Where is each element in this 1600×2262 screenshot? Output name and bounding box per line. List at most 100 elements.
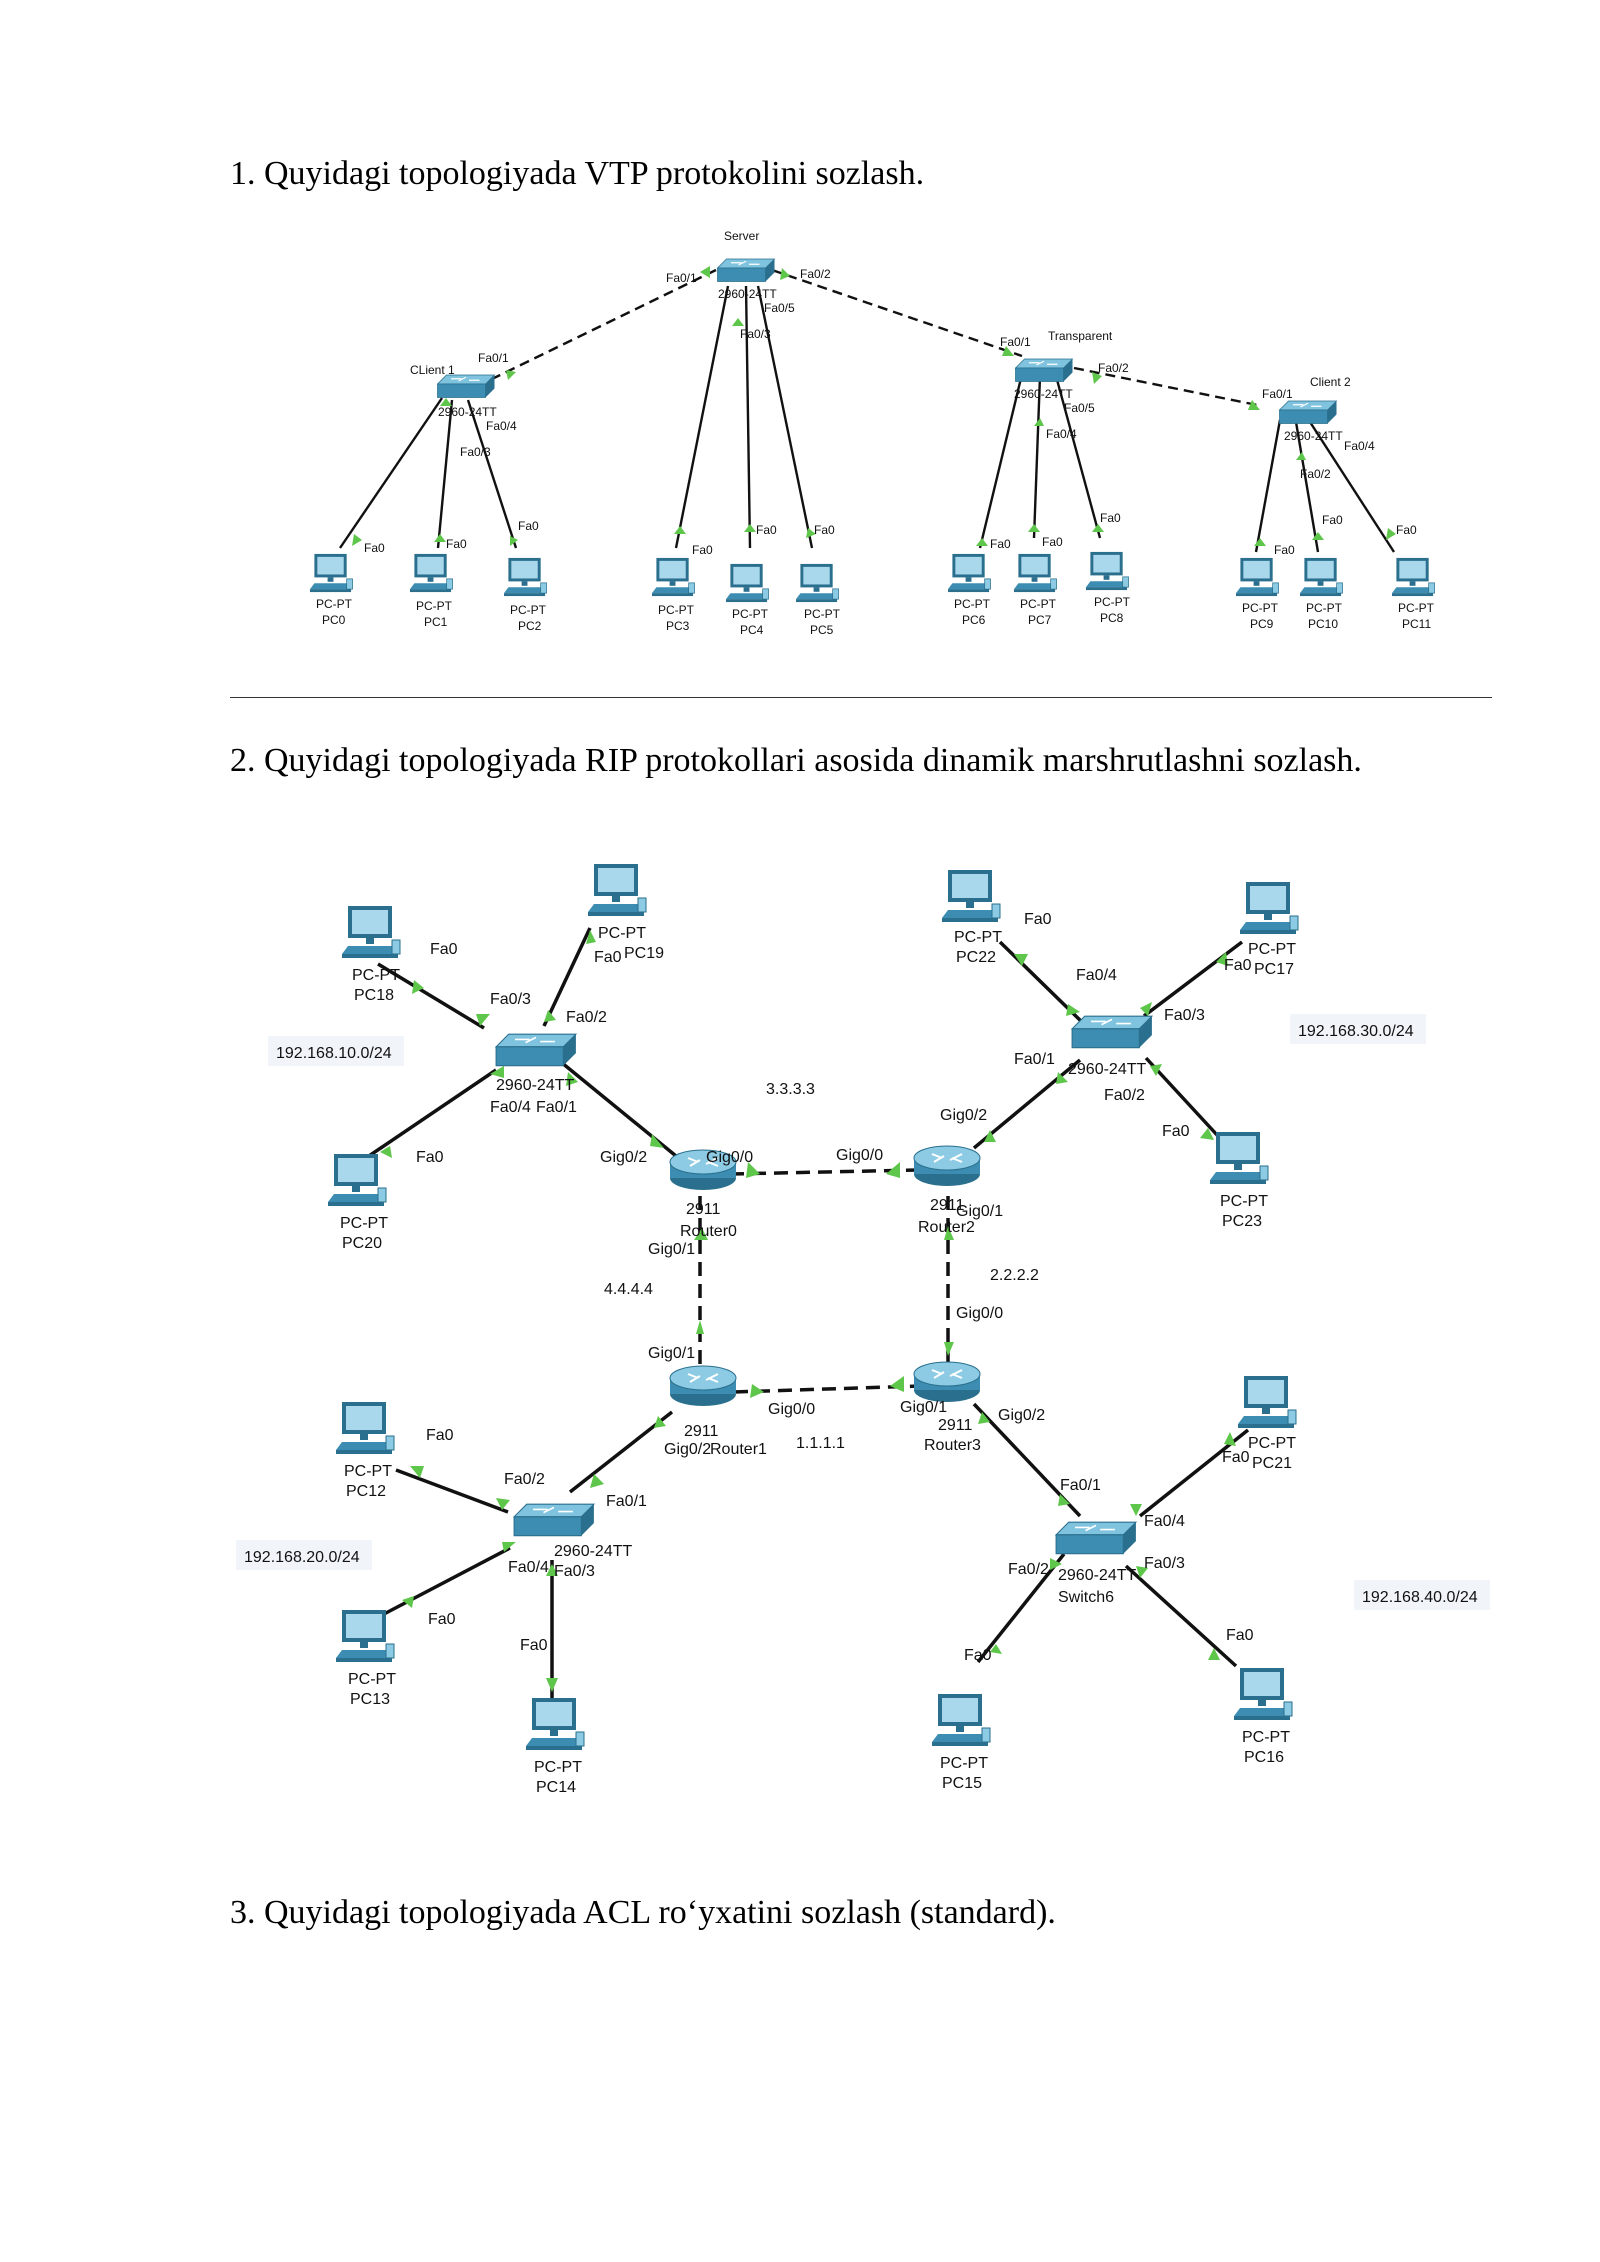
svg-text:PC-PT: PC-PT <box>352 967 400 984</box>
svg-text:PC-PT: PC-PT <box>1220 1193 1268 1210</box>
svg-text:2960-24TT: 2960-24TT <box>1058 1567 1136 1584</box>
question-2-heading: 2. Quyidagi topologiyada RIP protokollar… <box>230 742 1362 779</box>
svg-text:Fa0/4: Fa0/4 <box>508 1559 549 1576</box>
router1-icon[interactable] <box>669 1365 737 1407</box>
svg-text:Gig0/2: Gig0/2 <box>664 1441 711 1458</box>
vtp-pc-port-labels: Fa0 Fa0 Fa0 Fa0 Fa0 Fa0 Fa0 Fa0 Fa0 Fa0 … <box>364 511 1417 557</box>
svg-text:Router0: Router0 <box>680 1223 737 1240</box>
pc21-icon <box>1238 1375 1297 1429</box>
pc15-icon <box>932 1693 991 1747</box>
pc10-type: PC-PT <box>1306 601 1343 615</box>
svg-text:Gig0/1: Gig0/1 <box>956 1203 1003 1220</box>
svg-text:PC-PT: PC-PT <box>598 925 646 942</box>
svg-text:PC-PT: PC-PT <box>1242 1729 1290 1746</box>
vtp-server-port-label: Fa0/1 <box>666 271 697 285</box>
switch7-icon[interactable] <box>1071 1015 1153 1049</box>
svg-text:Fa0: Fa0 <box>428 1611 456 1628</box>
network-192-168-20-label: 192.168.20.0/24 <box>244 1549 360 1566</box>
vtp-server-port-label: Fa0/2 <box>800 267 831 281</box>
pc23-icon <box>1210 1131 1269 1185</box>
svg-text:Fa0: Fa0 <box>814 523 835 537</box>
pc11-type: PC-PT <box>1398 601 1435 615</box>
svg-text:Gig0/2: Gig0/2 <box>940 1107 987 1124</box>
svg-text:Fa0/3: Fa0/3 <box>1144 1555 1185 1572</box>
pc19-icon <box>588 863 647 917</box>
link-2-2-2-2-label: 2.2.2.2 <box>990 1267 1039 1284</box>
switch4-icon[interactable] <box>495 1033 577 1067</box>
svg-text:PC22: PC22 <box>956 949 996 966</box>
vtp-client1-model-label: 2960-24TT <box>438 405 497 419</box>
svg-text:PC20: PC20 <box>342 1235 382 1252</box>
switch6-icon[interactable] <box>1055 1521 1137 1555</box>
svg-text:Fa0: Fa0 <box>430 941 458 958</box>
svg-text:Fa0: Fa0 <box>1162 1123 1190 1140</box>
svg-text:Fa0/4: Fa0/4 <box>490 1099 531 1116</box>
rip-network-labels: 192.168.10.0/24 192.168.30.0/24 192.168.… <box>236 1014 1490 1610</box>
pc2-name: PC2 <box>518 619 542 633</box>
vtp-transparent-port-label: Fa0/5 <box>1064 401 1095 415</box>
pc12-icon <box>336 1401 395 1455</box>
svg-text:PC-PT: PC-PT <box>340 1215 388 1232</box>
svg-text:PC-PT: PC-PT <box>940 1755 988 1772</box>
svg-text:Fa0: Fa0 <box>964 1647 992 1664</box>
link-4-4-4-4-label: 4.4.4.4 <box>604 1281 653 1298</box>
vtp-server-port-label: Fa0/3 <box>740 327 771 341</box>
pc13-icon <box>336 1609 395 1663</box>
svg-text:2911: 2911 <box>930 1197 965 1214</box>
svg-text:Fa0: Fa0 <box>520 1637 548 1654</box>
svg-text:2911: 2911 <box>938 1417 973 1434</box>
svg-text:Fa0/1: Fa0/1 <box>1060 1477 1101 1494</box>
switch-labels: 2960-24TT Fa0/3 Fa0/2 Fa0/4 Fa0/1 2960-2… <box>490 967 1205 1606</box>
svg-text:Fa0: Fa0 <box>518 519 539 533</box>
svg-text:Fa0: Fa0 <box>426 1427 454 1444</box>
svg-text:Fa0/2: Fa0/2 <box>1008 1561 1049 1578</box>
pc1-type: PC-PT <box>416 599 453 613</box>
vtp-link-arrows <box>352 266 1396 546</box>
svg-text:PC12: PC12 <box>346 1483 386 1500</box>
svg-text:2960-24TT: 2960-24TT <box>496 1077 574 1094</box>
rip-pc-port-labels: Fa0 Fa0 Fa0 Fa0 Fa0 Fa0 Fa0 Fa0 Fa0 Fa0 … <box>416 911 1254 1664</box>
svg-text:PC23: PC23 <box>1222 1213 1262 1230</box>
router3-icon[interactable] <box>913 1361 981 1403</box>
vtp-transparent-port-label: Fa0/1 <box>1000 335 1031 349</box>
svg-text:Fa0: Fa0 <box>446 537 467 551</box>
switch6-name-label: Switch6 <box>1058 1589 1114 1606</box>
pc0-name: PC0 <box>322 613 346 627</box>
pc4-name: PC4 <box>740 623 764 637</box>
pc7-name: PC7 <box>1028 613 1052 627</box>
svg-text:PC-PT: PC-PT <box>344 1463 392 1480</box>
svg-text:PC-PT: PC-PT <box>1248 941 1296 958</box>
svg-text:Fa0/2: Fa0/2 <box>1104 1087 1145 1104</box>
pc20-icon <box>328 1153 387 1207</box>
pc2-type: PC-PT <box>510 603 547 617</box>
svg-text:Gig0/1: Gig0/1 <box>900 1399 947 1416</box>
router2-icon[interactable] <box>913 1145 981 1187</box>
svg-text:PC15: PC15 <box>942 1775 982 1792</box>
vtp-transparent-port-label: Fa0/4 <box>1046 427 1077 441</box>
pc17-icon <box>1240 881 1299 935</box>
pc10-name: PC10 <box>1308 617 1338 631</box>
pc6-type: PC-PT <box>954 597 991 611</box>
svg-text:PC-PT: PC-PT <box>348 1671 396 1688</box>
svg-text:Fa0/4: Fa0/4 <box>1076 967 1117 984</box>
vtp-transparent-model-label: 2960-24TT <box>1014 387 1073 401</box>
vtp-transparent-port-label: Fa0/2 <box>1098 361 1129 375</box>
svg-text:Gig0/0: Gig0/0 <box>956 1305 1003 1322</box>
pc8-name: PC8 <box>1100 611 1124 625</box>
svg-text:Fa0: Fa0 <box>416 1149 444 1166</box>
svg-text:PC19: PC19 <box>624 945 664 962</box>
vtp-transparent-role-label: Transparent <box>1048 329 1113 343</box>
svg-text:Fa0: Fa0 <box>990 537 1011 551</box>
svg-text:Gig0/2: Gig0/2 <box>998 1407 1045 1424</box>
svg-text:Fa0: Fa0 <box>1226 1627 1254 1644</box>
svg-text:PC-PT: PC-PT <box>954 929 1002 946</box>
svg-text:Gig0/1: Gig0/1 <box>648 1241 695 1258</box>
svg-text:Fa0: Fa0 <box>1322 513 1343 527</box>
vtp-client1-port-label: Fa0/3 <box>460 445 491 459</box>
switch5-icon[interactable] <box>513 1503 595 1537</box>
pc5-type: PC-PT <box>804 607 841 621</box>
pc9-type: PC-PT <box>1242 601 1279 615</box>
svg-text:Fa0/1: Fa0/1 <box>536 1099 577 1116</box>
